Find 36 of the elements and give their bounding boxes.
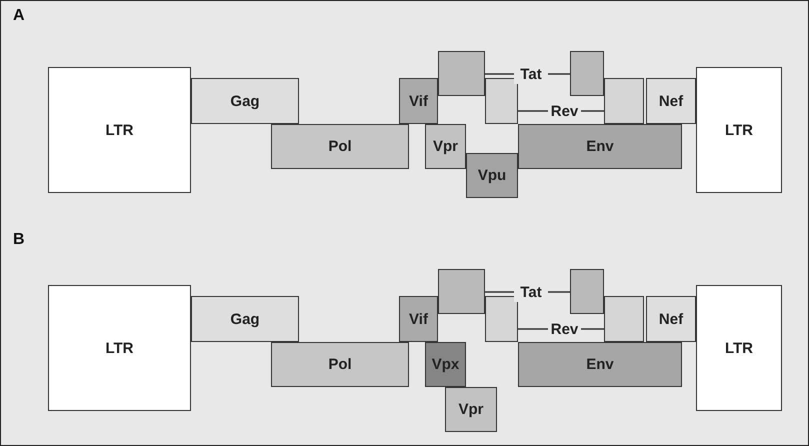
connector-line [485,73,514,75]
gene-box: Gag [191,78,299,124]
connector-line [581,110,604,112]
gene-box: Pol [271,342,409,387]
gene-box: Nef [646,296,696,342]
exon-box [570,51,604,96]
panel-letter: A [13,7,25,25]
connector-line [518,328,548,330]
exon-box [570,269,604,314]
gene-box: Pol [271,124,409,169]
gene-box: Vpu [466,153,518,198]
exon-box [485,78,518,124]
connector-line [548,73,570,75]
ltr-box: LTR [48,285,191,411]
connector-line [548,291,570,293]
ltr-box: LTR [696,285,782,411]
ltr-box: LTR [696,67,782,193]
gene-box: Vpr [445,387,497,432]
connector-line [518,110,548,112]
ltr-box: LTR [48,67,191,193]
panel-letter: B [13,231,25,249]
exon-box [604,296,644,342]
exon-box [485,296,518,342]
gene-box: Env [518,342,682,387]
exon-box [604,78,644,124]
connector-line [581,328,604,330]
gene-box: Vpx [425,342,466,387]
gene-box: Env [518,124,682,169]
gene-box: Gag [191,296,299,342]
exon-box [438,269,485,314]
gene-box: Vif [399,78,438,124]
gene-box: Vif [399,296,438,342]
gene-box: Nef [646,78,696,124]
gene-box: Vpr [425,124,466,169]
connector-line [485,291,514,293]
exon-box [438,51,485,96]
